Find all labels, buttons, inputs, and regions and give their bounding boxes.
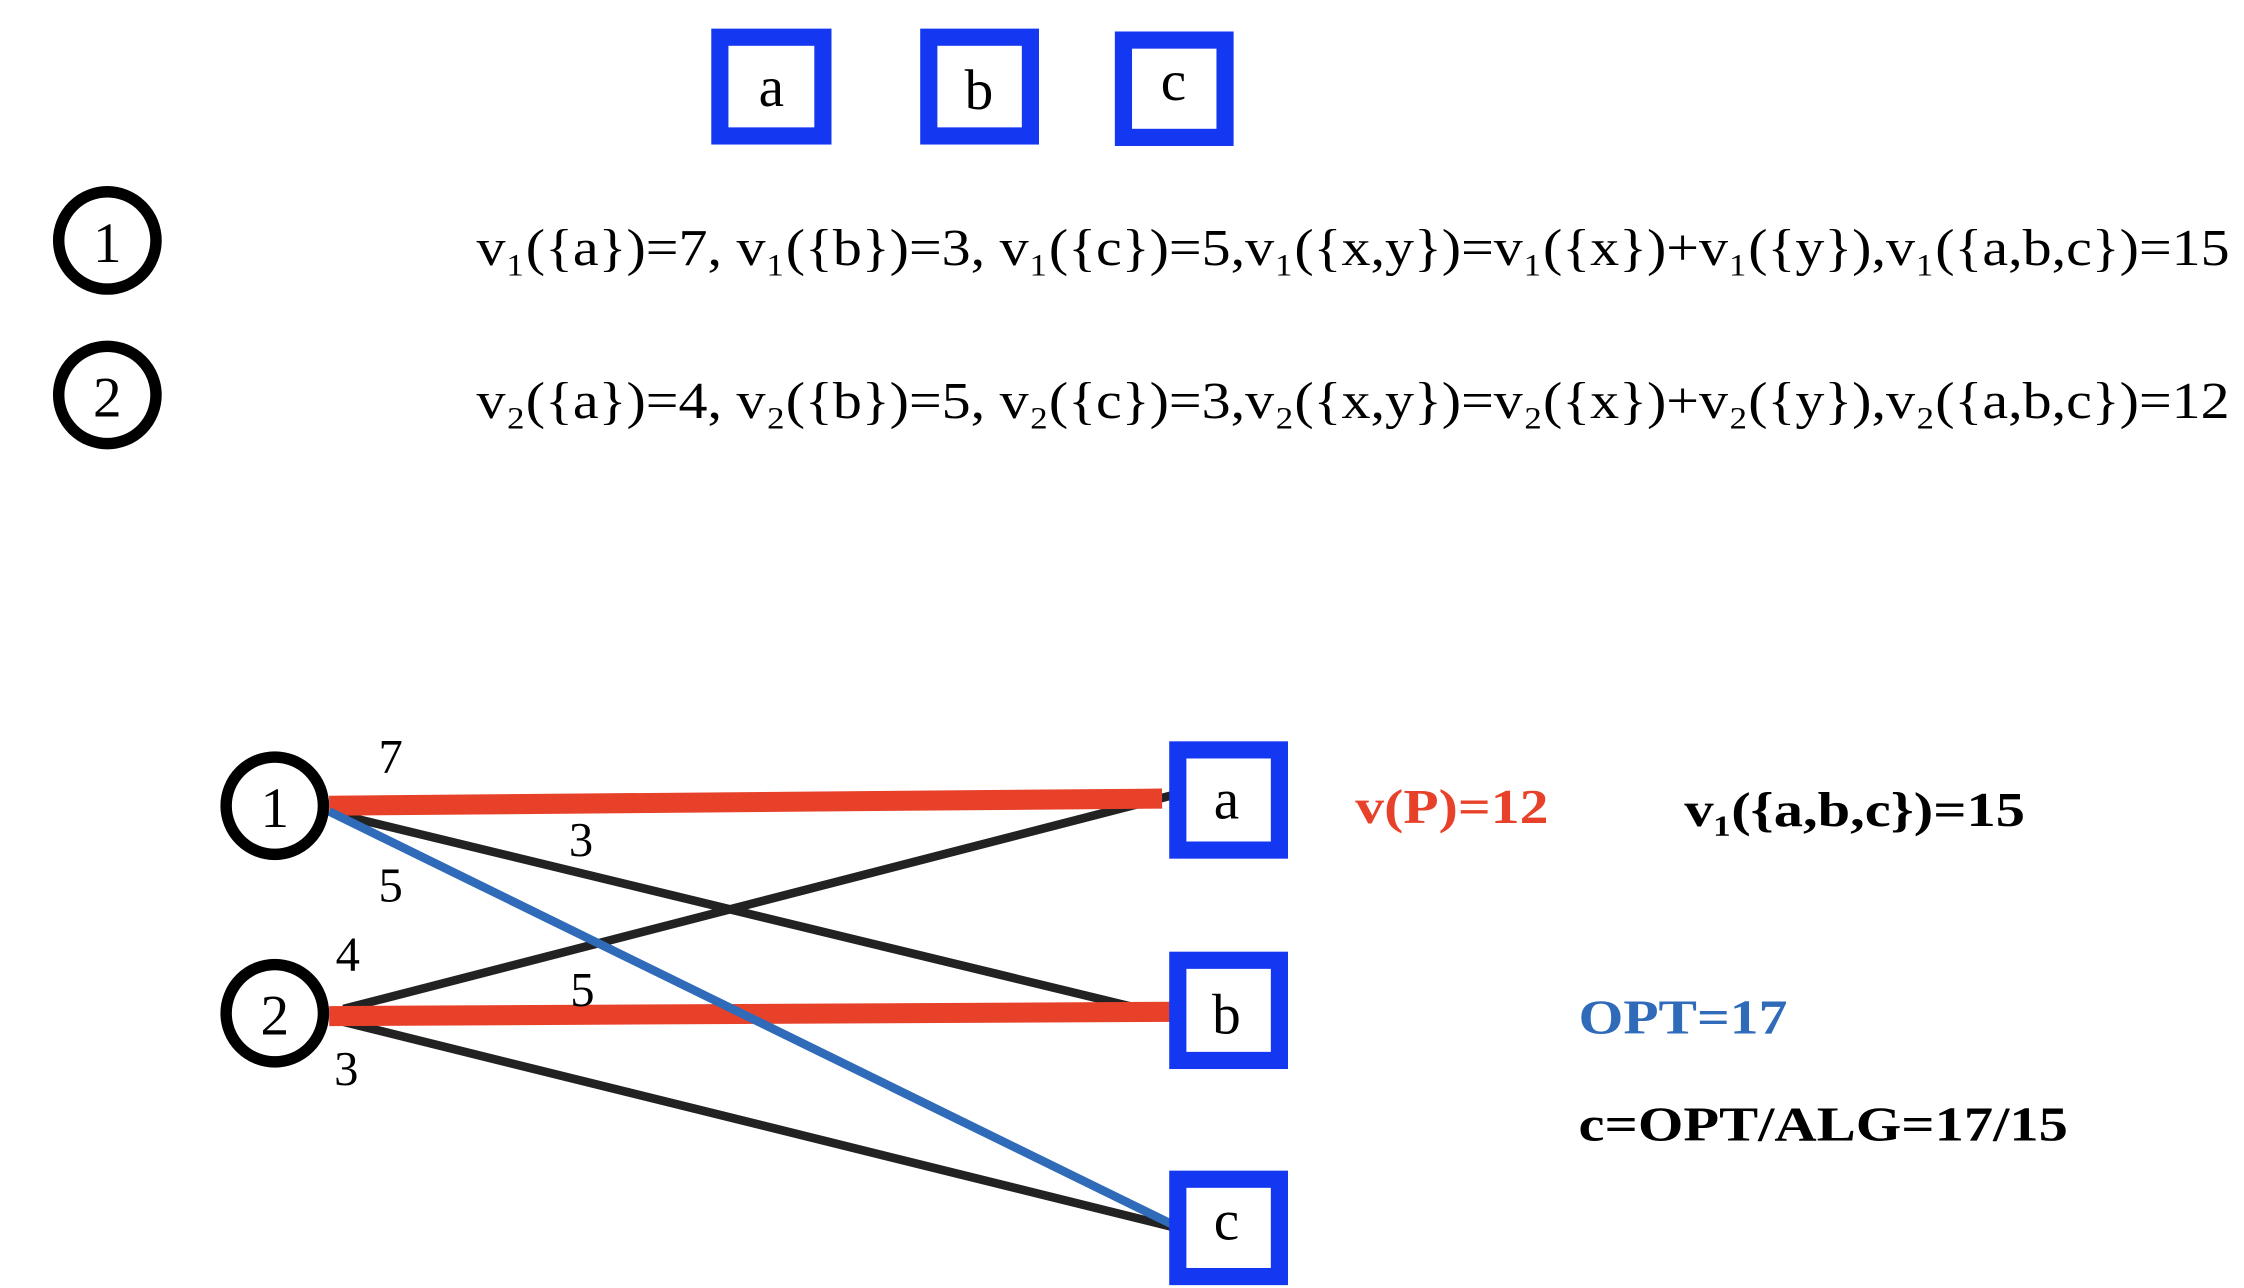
item-label: c (1214, 1189, 1239, 1252)
edge-2-a (342, 791, 1172, 1014)
weight-1-b: 3 (569, 813, 593, 867)
bidder-label: 1 (93, 212, 122, 275)
graph-bidder-2: 2 (220, 958, 330, 1068)
weight-2-b: 5 (570, 963, 594, 1017)
opt-label: OPT=17 (1579, 990, 1788, 1044)
weight-1-c: 5 (379, 859, 403, 913)
edge-1-a-matched (329, 788, 1163, 816)
bidder-1-row: 1 v₁({a})=7, v₁({b})=3, v₁({c})=5,v₁({x,… (52, 186, 2230, 295)
ratio-label: c=OPT/ALG=17/15 (1579, 1098, 2068, 1152)
bidder-2-valuation: v₂({a})=4, v₂({b})=5, v₂({c})=3,v₂({x,y}… (477, 373, 2230, 430)
weight-2-c: 3 (334, 1042, 358, 1096)
top-item-a: a (711, 28, 832, 145)
edge-1-c-opt (327, 807, 1176, 1229)
item-label: c (1161, 50, 1186, 113)
top-item-b: b (920, 28, 1039, 145)
item-label: a (1214, 769, 1239, 832)
graph-bidder-1: 1 (220, 751, 330, 861)
bidder-label: 2 (93, 366, 122, 429)
bidder-label: 1 (260, 777, 289, 840)
top-item-c: c (1114, 31, 1234, 146)
weight-2-a: 4 (336, 927, 360, 981)
bundle-value-label: v₁({a,b,c})=15 (1684, 783, 2025, 837)
item-label: b (1212, 983, 1241, 1046)
item-label: a (759, 56, 784, 119)
bidder-1-valuation: v₁({a})=7, v₁({b})=3, v₁({c})=5,v₁({x,y}… (477, 220, 2230, 277)
item-label: b (965, 59, 994, 122)
weight-1-a: 7 (379, 730, 403, 784)
edge-2-c (342, 1017, 1172, 1231)
bidder-2-row: 2 v₂({a})=4, v₂({b})=5, v₂({c})=3,v₂({x,… (52, 340, 2230, 450)
matching-value-label: v(P)=12 (1355, 780, 1548, 834)
graph-item-a: a (1169, 741, 1289, 859)
edge-1-b (331, 808, 1172, 1021)
graph-item-c: c (1169, 1170, 1289, 1286)
bidder-label: 2 (260, 985, 289, 1048)
graph-item-b: b (1169, 951, 1289, 1070)
